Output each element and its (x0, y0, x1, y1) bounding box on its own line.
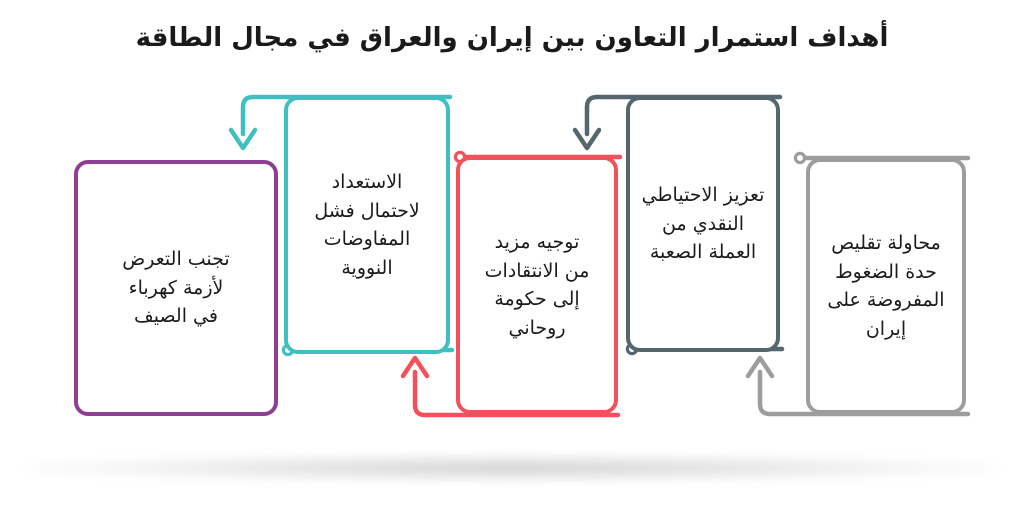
objective-card-text: الاستعداد لاحتمال فشل المفاوضات النووية (314, 171, 420, 279)
ground-shadow (22, 452, 1002, 484)
objective-card-text: محاولة تقليص حدة الضغوط المفروضة على إير… (827, 232, 945, 340)
objective-card-hard-currency-reserves[interactable]: تعزيز الاحتياطي النقدي من العملة الصعبة (626, 96, 780, 352)
objective-card-text: تجنب التعرض لأزمة كهرباء في الصيف (122, 248, 230, 328)
objective-card-text: توجيه مزيد من الانتقادات إلى حكومة روحان… (484, 231, 590, 339)
connector-gray-dot (793, 151, 807, 165)
objective-card-text: تعزيز الاحتياطي النقدي من العملة الصعبة (641, 184, 765, 264)
objective-card-criticism-rouhani[interactable]: توجيه مزيد من الانتقادات إلى حكومة روحان… (456, 156, 618, 414)
objective-card-nuclear-talks-failure[interactable]: الاستعداد لاحتمال فشل المفاوضات النووية (284, 96, 450, 354)
objective-card-electricity-crisis[interactable]: تجنب التعرض لأزمة كهرباء في الصيف (74, 160, 278, 416)
objective-card-reduce-pressure[interactable]: محاولة تقليص حدة الضغوط المفروضة على إير… (806, 158, 966, 414)
page-title: أهداف استمرار التعاون بين إيران والعراق … (135, 23, 889, 53)
